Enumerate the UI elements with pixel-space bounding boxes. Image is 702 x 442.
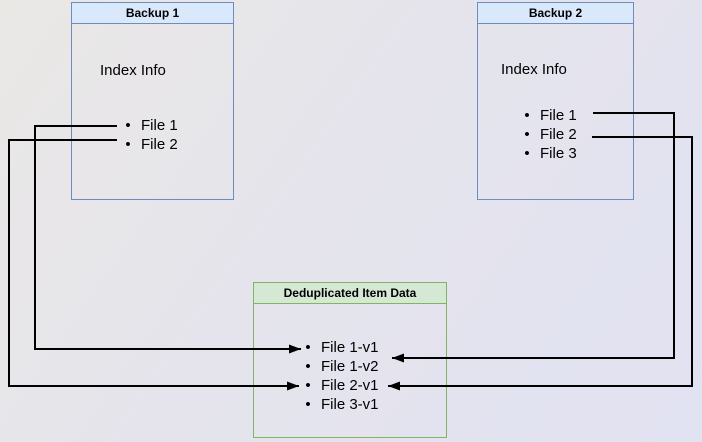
backup1-title: Backup 1 [72, 3, 233, 24]
backup2-file-list: File 1 File 2 File 3 [514, 106, 577, 163]
list-item: File 2 [115, 135, 178, 154]
list-item: File 1 [115, 116, 178, 135]
list-item: File 3 [514, 144, 577, 163]
backup1-index-info-label: Index Info [100, 62, 166, 79]
backup2-box: Backup 2 Index Info File 1 File 2 File 3 [477, 2, 634, 200]
deduplicated-item-data-box: Deduplicated Item Data File 1-v1 File 1-… [253, 282, 447, 438]
dedup-item-list: File 1-v1 File 1-v2 File 2-v1 File 3-v1 [295, 338, 379, 414]
list-item: File 2-v1 [295, 376, 379, 395]
backup2-title: Backup 2 [478, 3, 633, 24]
backup2-index-info-label: Index Info [501, 61, 567, 78]
backup1-box: Backup 1 Index Info File 1 File 2 [71, 2, 234, 200]
list-item: File 1-v1 [295, 338, 379, 357]
list-item: File 1 [514, 106, 577, 125]
list-item: File 2 [514, 125, 577, 144]
list-item: File 1-v2 [295, 357, 379, 376]
backup1-file-list: File 1 File 2 [115, 116, 178, 154]
dedup-title: Deduplicated Item Data [254, 283, 446, 304]
list-item: File 3-v1 [295, 395, 379, 414]
